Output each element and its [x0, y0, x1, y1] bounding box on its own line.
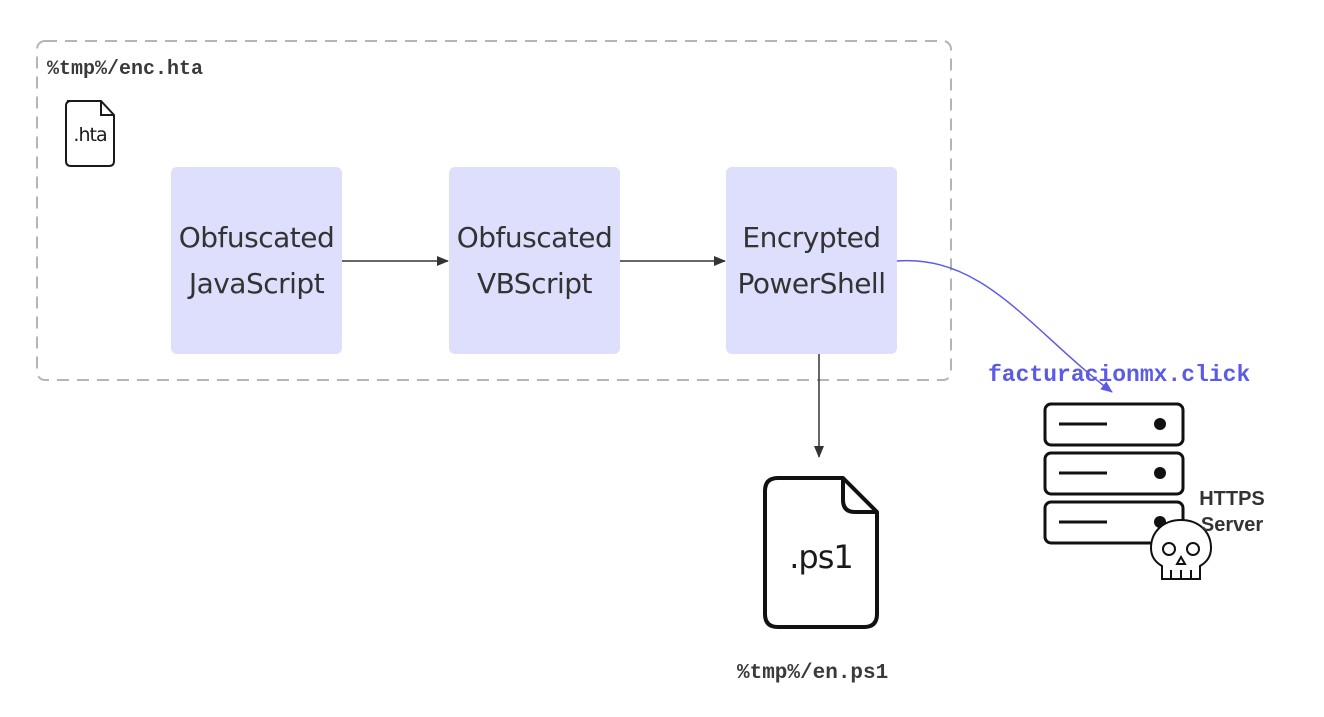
- node-ps-line2: PowerShell: [737, 266, 886, 300]
- node-obfuscated-javascript: Obfuscated JavaScript: [171, 167, 342, 354]
- node-vbs-line2: VBScript: [476, 266, 593, 300]
- hta-file-icon: [65, 100, 115, 167]
- server-label-line2: Server: [1200, 514, 1264, 536]
- c2-domain-label: facturacionmx.click: [988, 362, 1251, 388]
- server-icon: [1043, 402, 1185, 545]
- node-encrypted-powershell: Encrypted PowerShell: [726, 167, 897, 354]
- container-label: %tmp%/enc.hta: [47, 58, 204, 81]
- node-obfuscated-vbscript: Obfuscated VBScript: [449, 167, 620, 354]
- node-ps-line1: Encrypted: [742, 220, 881, 254]
- skull-icon: [1149, 518, 1213, 580]
- ps1-file-icon-label: .ps1: [789, 538, 854, 576]
- hta-file-icon-label: .hta: [73, 124, 107, 146]
- node-js-line1: Obfuscated: [178, 220, 335, 254]
- node-js-line2: JavaScript: [188, 266, 325, 300]
- https-server-label: HTTPS Server: [1196, 486, 1268, 538]
- node-vbs-line1: Obfuscated: [456, 220, 613, 254]
- server-label-line1: HTTPS: [1199, 488, 1265, 510]
- ps1-file-icon: [763, 476, 879, 629]
- ps1-file-label: %tmp%/en.ps1: [737, 662, 889, 685]
- edge-ps-to-c2: [896, 260, 1113, 393]
- hta-container-border: [36, 40, 952, 381]
